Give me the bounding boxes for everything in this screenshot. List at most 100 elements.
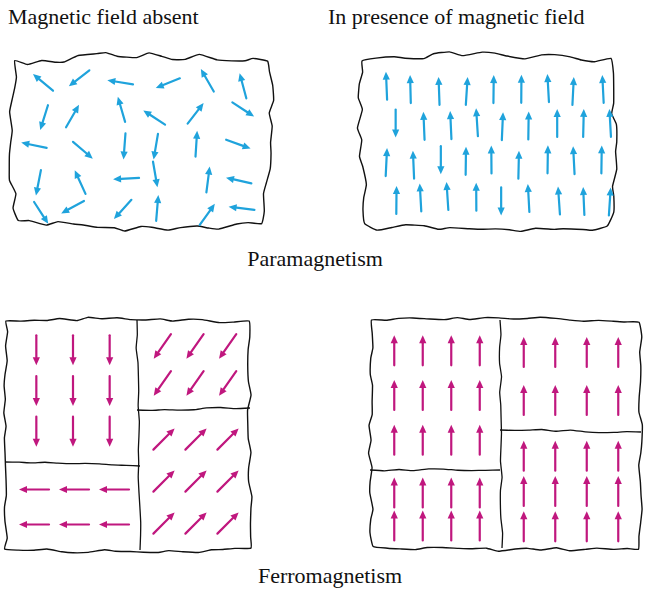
moment-arrow: [552, 385, 559, 415]
moment-arrow: [544, 145, 551, 173]
moment-arrow: [583, 441, 590, 471]
moment-arrow: [185, 512, 206, 533]
moment-arrow: [462, 147, 469, 175]
moment-arrow: [520, 511, 527, 541]
moment-arrow: [552, 511, 559, 541]
moment-arrow: [113, 175, 139, 182]
moment-arrow: [393, 186, 400, 214]
moment-arrow: [515, 151, 522, 179]
moment-arrow: [121, 133, 128, 159]
moment-arrow: [59, 521, 89, 528]
moment-arrow: [443, 182, 450, 210]
moment-arrow: [476, 425, 483, 455]
moment-arrow: [383, 72, 390, 100]
moment-arrow: [153, 428, 174, 449]
moment-arrow: [476, 380, 483, 410]
moment-arrow: [499, 112, 506, 140]
moment-arrow: [448, 380, 455, 410]
moment-arrow: [391, 511, 398, 541]
moment-arrow: [615, 337, 622, 367]
moment-arrow: [33, 417, 40, 447]
moment-arrow: [114, 200, 131, 219]
moment-arrow: [606, 109, 613, 137]
moment-arrow: [419, 425, 426, 455]
moment-arrow: [583, 385, 590, 415]
moment-arrow: [552, 476, 559, 506]
moment-arrow: [69, 376, 76, 406]
moment-arrow: [66, 105, 79, 128]
moment-arrow: [186, 371, 203, 396]
moment-arrow: [75, 170, 86, 194]
moment-arrow: [520, 441, 527, 471]
moment-arrow: [488, 146, 495, 174]
moment-arrow: [73, 142, 93, 159]
moment-arrow: [391, 335, 398, 365]
moment-arrow: [410, 151, 417, 179]
moment-arrow: [391, 425, 398, 455]
sample-outline: [369, 317, 643, 551]
moment-arrow: [21, 141, 46, 148]
moment-arrow: [201, 69, 214, 92]
moment-arrow: [448, 425, 455, 455]
column-heading: In presence of magnetic field: [328, 4, 653, 30]
moment-arrow: [615, 511, 622, 541]
moment-arrow: [476, 335, 483, 365]
moment-arrow: [525, 111, 532, 139]
moment-arrow: [435, 77, 442, 105]
moment-arrow: [570, 146, 577, 174]
moment-arrow: [219, 371, 236, 396]
domain-wall: [136, 320, 141, 550]
moment-arrow: [193, 131, 200, 157]
moment-arrow: [391, 478, 398, 508]
sample-outline: [4, 317, 252, 553]
moment-arrow: [69, 417, 76, 447]
moment-arrow: [615, 441, 622, 471]
moment-arrow: [476, 478, 483, 508]
moment-arrow: [185, 428, 206, 449]
moment-arrow: [151, 134, 158, 160]
moment-arrow: [33, 74, 53, 91]
moment-arrow: [19, 521, 49, 528]
moment-arrow: [107, 78, 133, 85]
moment-arrow: [391, 380, 398, 410]
moment-arrow: [615, 476, 622, 506]
moment-arrow: [33, 376, 40, 406]
moment-arrow: [419, 511, 426, 541]
moment-arrow: [419, 335, 426, 365]
moment-arrow: [583, 337, 590, 367]
row-caption: Paramagnetism: [150, 246, 480, 272]
moment-arrow: [448, 335, 455, 365]
moment-arrow: [473, 108, 480, 136]
moment-arrow: [392, 110, 399, 138]
moment-arrow: [106, 417, 113, 447]
domain-wall: [370, 469, 500, 471]
moment-arrow: [407, 75, 414, 103]
moment-arrow: [555, 187, 562, 215]
moment-arrow: [607, 188, 614, 216]
moment-arrow: [99, 486, 129, 493]
moment-arrow: [464, 77, 471, 105]
moment-arrow: [383, 148, 390, 176]
domain-wall: [137, 408, 250, 411]
moment-arrow: [217, 428, 238, 449]
moment-arrow: [156, 78, 180, 88]
moment-arrow: [39, 105, 48, 130]
moment-arrow: [219, 334, 236, 359]
moment-arrow: [437, 146, 444, 174]
moment-arrow: [154, 334, 171, 359]
moment-arrow: [154, 195, 161, 221]
moment-arrow: [217, 470, 238, 491]
moment-arrow: [19, 486, 49, 493]
moment-arrow: [448, 478, 455, 508]
moment-arrow: [106, 335, 113, 365]
column-heading: Magnetic field absent: [8, 4, 308, 30]
moment-arrow: [544, 74, 551, 102]
moment-arrow: [59, 486, 89, 493]
moment-arrow: [238, 73, 246, 98]
moment-arrow: [226, 176, 251, 183]
moment-arrow: [153, 512, 174, 533]
domain-wall: [5, 462, 140, 466]
moment-arrow: [153, 162, 160, 188]
moment-arrow: [420, 112, 427, 140]
